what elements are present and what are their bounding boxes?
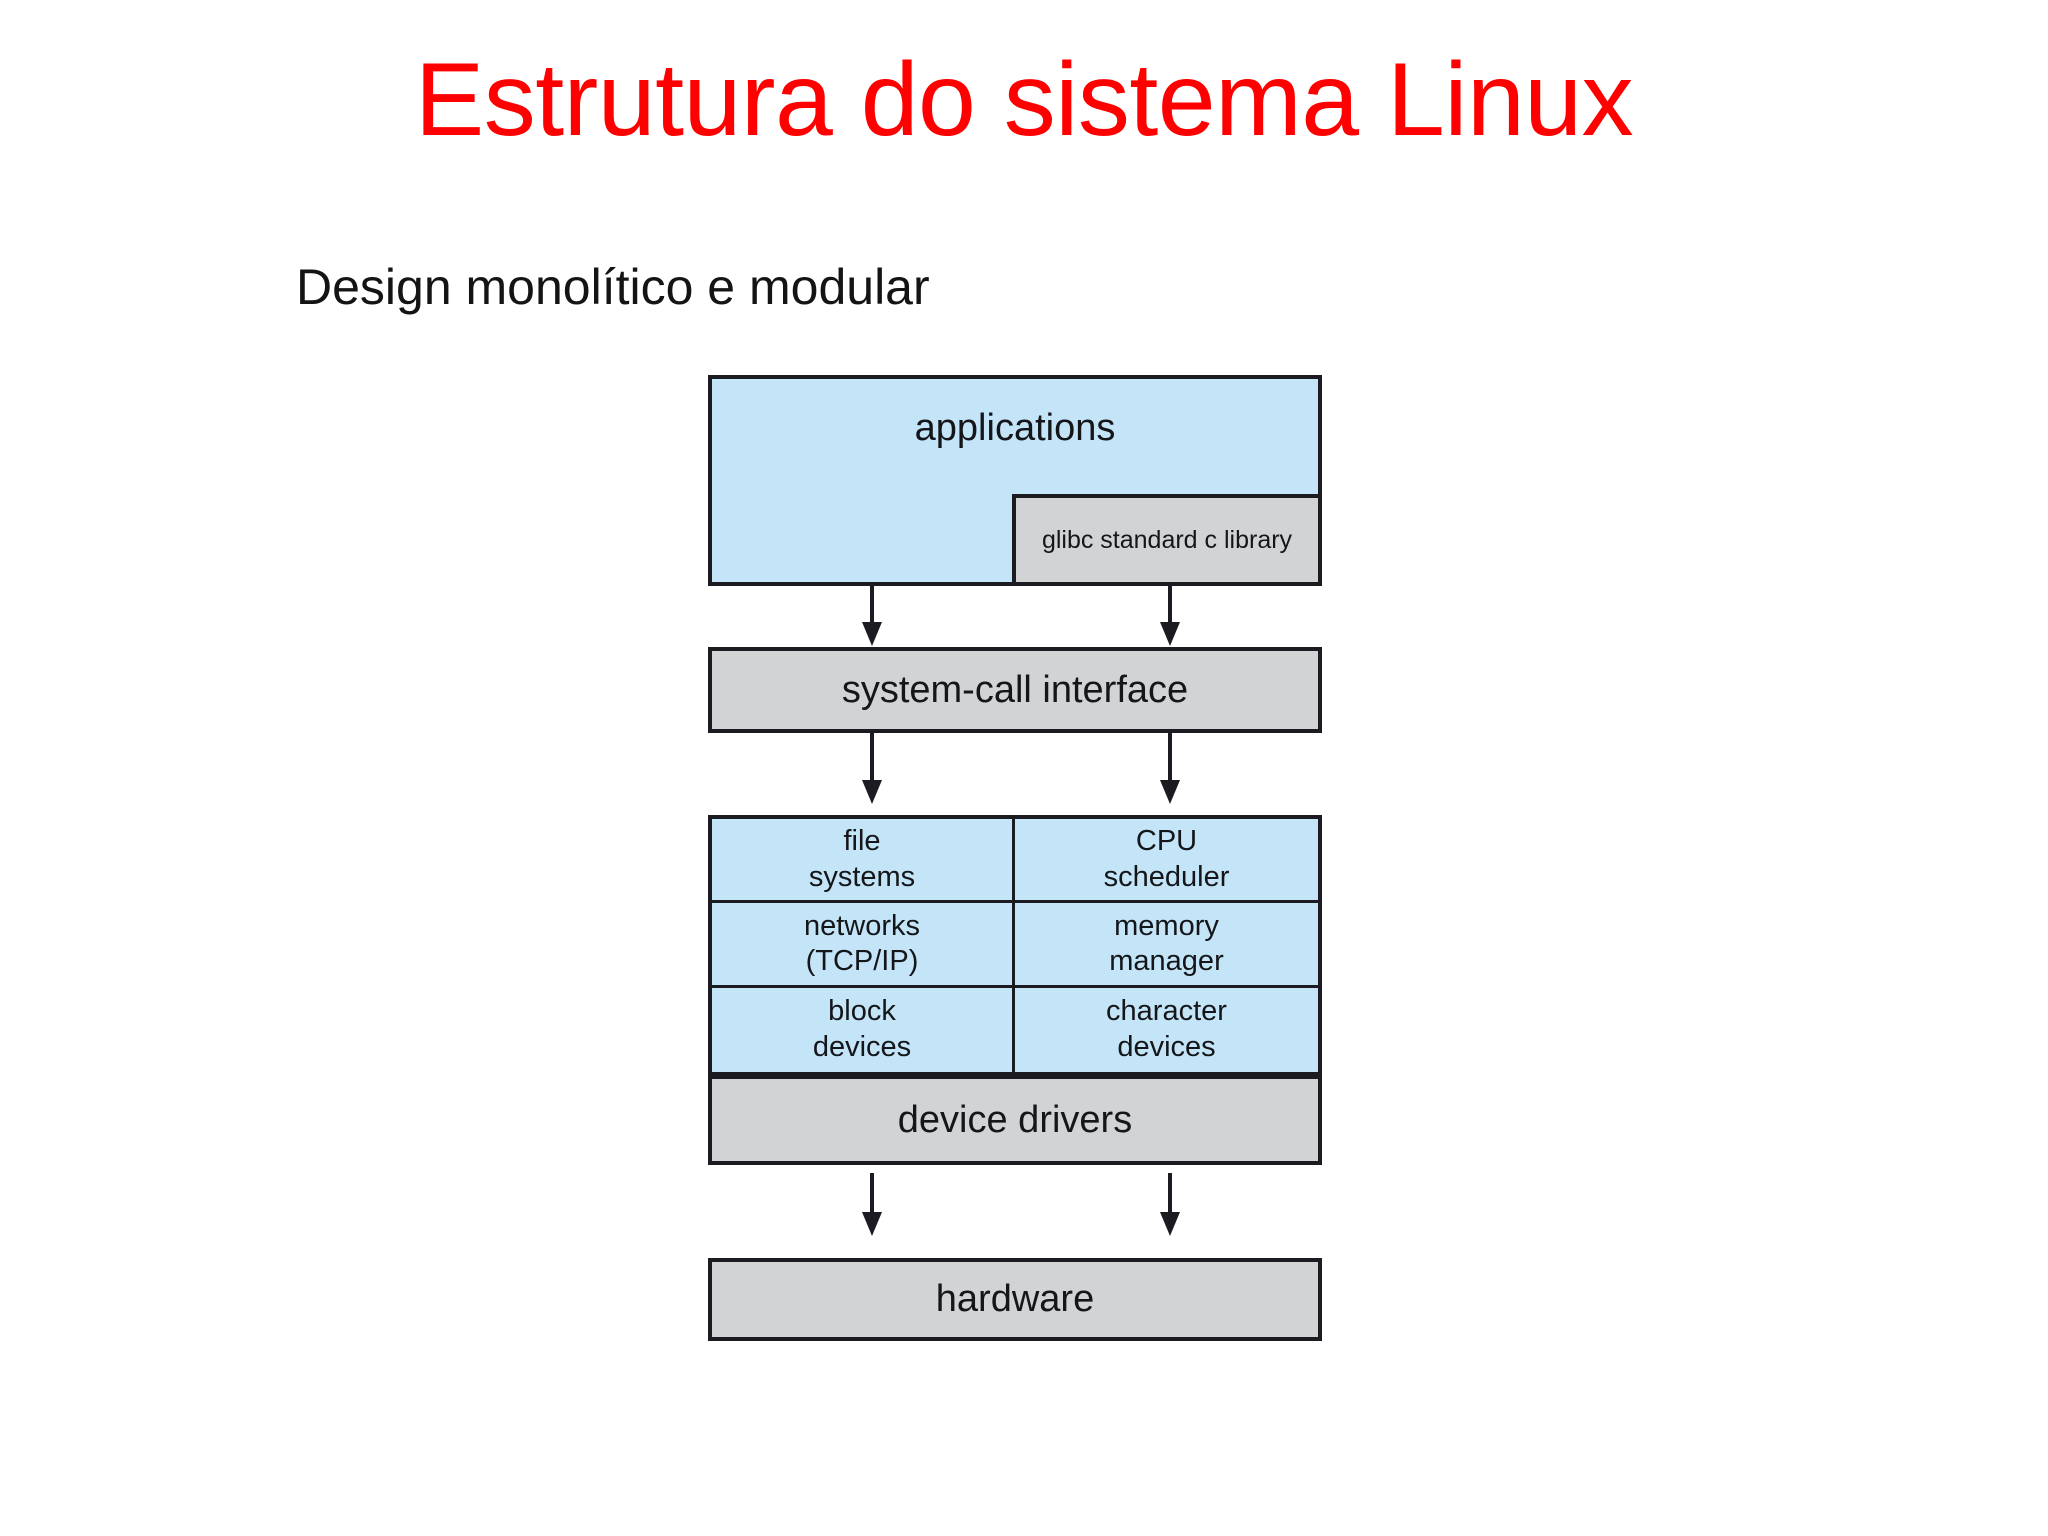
arrow-down-icon — [1157, 733, 1183, 805]
arrow-down-icon — [859, 733, 885, 805]
page-title: Estrutura do sistema Linux — [414, 42, 1634, 158]
kernel-subsystems-grid: file systems CPU scheduler networks (TCP… — [708, 815, 1322, 1076]
kernel-cell-label: block devices — [812, 995, 912, 1063]
kernel-cell-character-devices: character devices — [1015, 988, 1318, 1072]
hardware-label: hardware — [935, 1278, 1095, 1321]
kernel-cell-memory-manager: memory manager — [1015, 903, 1318, 988]
applications-label: applications — [914, 407, 1116, 450]
diagram-box-glibc: glibc standard c library — [1012, 494, 1322, 586]
diagram-box-system-call-interface: system-call interface — [708, 647, 1322, 733]
arrow-down-icon — [859, 1165, 885, 1237]
linux-system-structure-diagram: applications glibc standard c library sy… — [708, 375, 1322, 1341]
kernel-cell-networks-tcpip: networks (TCP/IP) — [712, 903, 1015, 988]
arrow-down-icon — [1157, 1165, 1183, 1237]
kernel-cell-label: file systems — [808, 825, 916, 893]
system-call-interface-label: system-call interface — [841, 668, 1189, 711]
kernel-cell-label: CPU scheduler — [1103, 825, 1230, 893]
glibc-label: glibc standard c library — [1041, 525, 1293, 554]
kernel-cell-label: networks (TCP/IP) — [803, 909, 921, 977]
slide-subtitle: Design monolítico e modular — [296, 259, 930, 315]
kernel-cell-label: memory manager — [1109, 909, 1224, 977]
arrow-down-icon — [859, 586, 885, 647]
kernel-cell-block-devices: block devices — [712, 987, 1015, 1072]
kernel-cell-cpu-scheduler: CPU scheduler — [1015, 819, 1318, 904]
diagram-box-device-drivers: device drivers — [708, 1075, 1322, 1165]
arrow-down-icon — [1157, 586, 1183, 647]
diagram-box-hardware: hardware — [708, 1258, 1322, 1341]
device-drivers-label: device drivers — [897, 1098, 1133, 1141]
kernel-cell-label: character devices — [1106, 995, 1227, 1063]
kernel-cell-file-systems: file systems — [712, 819, 1015, 904]
